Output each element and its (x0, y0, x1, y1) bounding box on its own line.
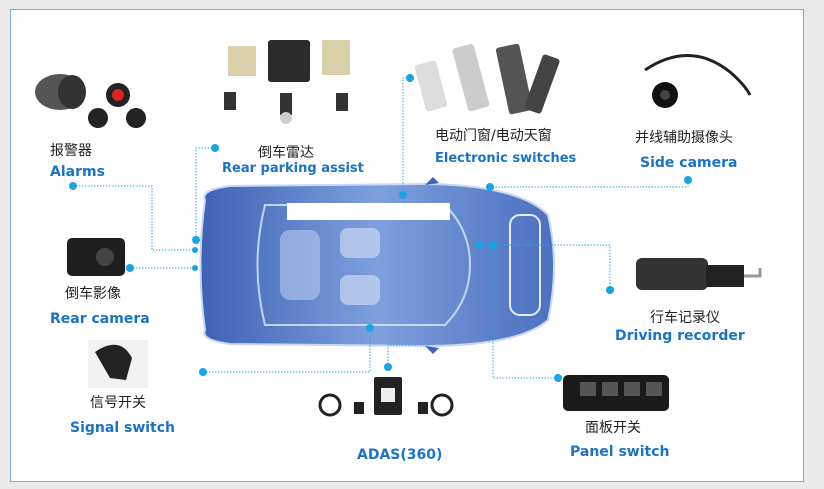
alarms-label: Alarms (50, 164, 105, 180)
electronic-switches-cn-label: 电动门窗/电动天窗 (435, 128, 552, 144)
adas-label: ADAS(360) (357, 447, 443, 463)
side-camera-label: Side camera (640, 155, 738, 171)
panel-switch-label: Panel switch (570, 444, 670, 460)
parking-sensor-image (224, 40, 350, 124)
driving-recorder-label: Driving recorder (615, 328, 745, 344)
window-switch-image (414, 43, 560, 115)
rear-camera-cn-label: 倒车影像 (65, 286, 121, 302)
signal-switch-cn-label: 信号开关 (90, 395, 146, 411)
signal-switch-image (88, 340, 148, 388)
side-camera-image (644, 54, 752, 108)
alarm-siren-image (35, 74, 146, 128)
signal-switch-label: Signal switch (70, 420, 176, 436)
label-blank (287, 203, 450, 220)
rear-camera-label: Rear camera (50, 311, 150, 327)
panel-switch-image (563, 375, 669, 411)
driving-recorder-image (636, 258, 762, 290)
rear-parking-cn-label: 倒车雷达 (258, 145, 314, 161)
rear-camera-image (67, 238, 125, 276)
adas-kit-image (318, 377, 454, 417)
alarms-cn-label: 报警器 (50, 143, 92, 159)
driving-recorder-cn-label: 行车记录仪 (650, 310, 720, 326)
electronic-switches-label: Electronic switches (435, 151, 577, 166)
rear-parking-label: Rear parking assist (222, 161, 364, 176)
side-camera-cn-label: 并线辅助摄像头 (635, 130, 733, 146)
panel-switch-cn-label: 面板开关 (585, 420, 641, 436)
